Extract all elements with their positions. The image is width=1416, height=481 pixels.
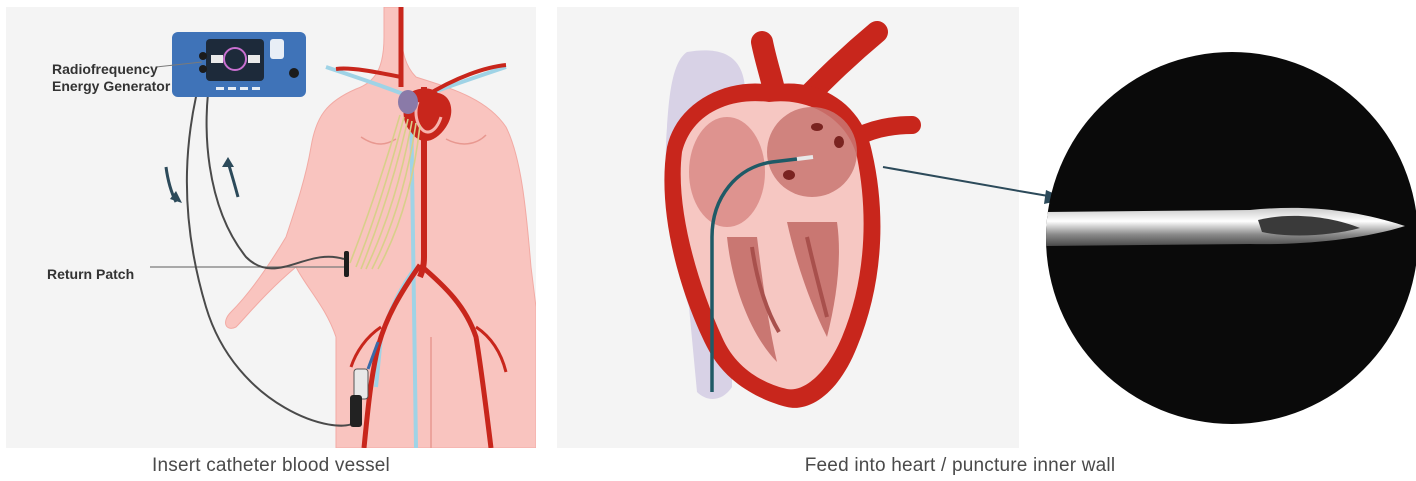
needle-closeup: [1040, 52, 1416, 424]
caption-left: Insert catheter blood vessel: [6, 455, 536, 477]
caption-right: Feed into heart / puncture inner wall: [680, 455, 1240, 477]
